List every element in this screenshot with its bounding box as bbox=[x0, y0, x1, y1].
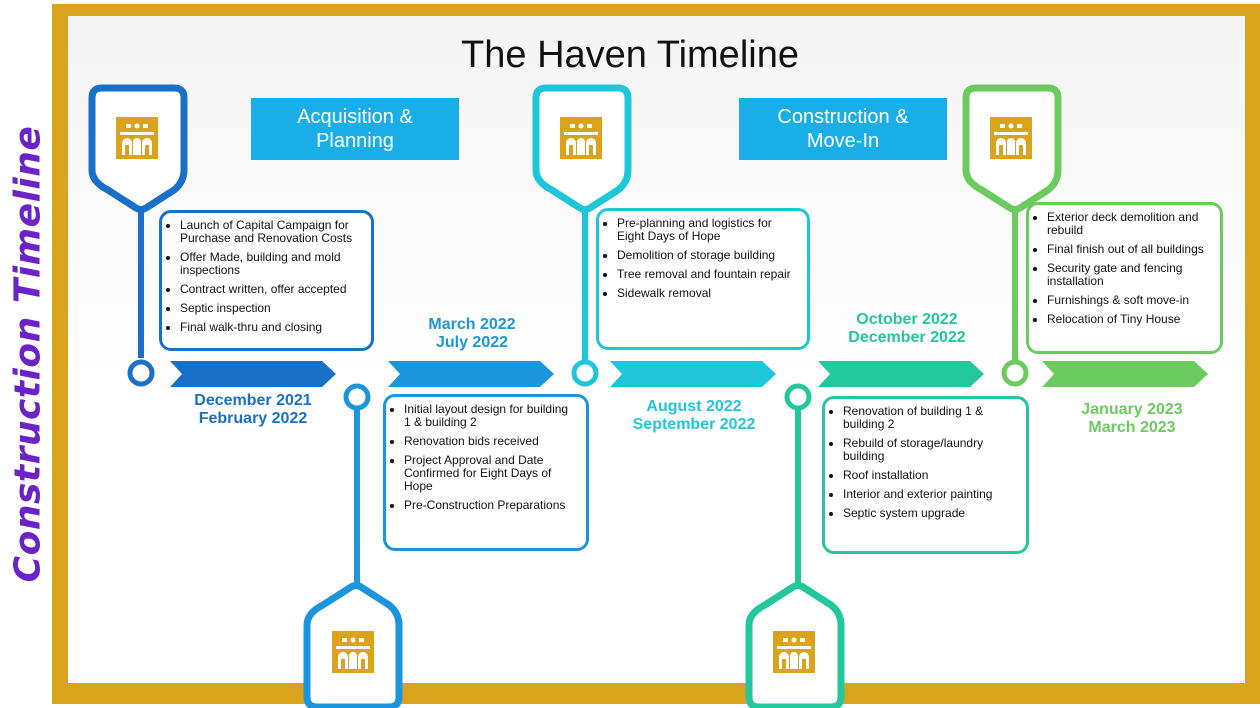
building-icon bbox=[332, 631, 374, 673]
list-item: Renovation bids received bbox=[404, 435, 578, 448]
arrow-segment-1 bbox=[170, 361, 336, 387]
page-title: The Haven Timeline bbox=[461, 34, 799, 76]
milestone-box-3: Pre-planning and logistics for Eight Day… bbox=[596, 208, 810, 350]
building-icon bbox=[116, 117, 158, 159]
list-item: Final walk-thru and closing bbox=[180, 321, 363, 334]
list-item: Contract written, offer accepted bbox=[180, 283, 363, 296]
pin-dec-2021 bbox=[88, 84, 188, 387]
list-item: Sidewalk removal bbox=[617, 287, 799, 300]
milestone-box-2: Initial layout design for building 1 & b… bbox=[383, 394, 589, 551]
list-item: Project Approval and Date Confirmed for … bbox=[404, 454, 578, 493]
arrow-segment-5 bbox=[1042, 361, 1208, 387]
milestone-box-1: Launch of Capital Campaign for Purchase … bbox=[159, 210, 374, 351]
phase-construction-move-in: Construction & Move-In bbox=[739, 98, 947, 160]
list-item: Pre-Construction Preparations bbox=[404, 499, 578, 512]
pin-oct-2022 bbox=[745, 383, 845, 708]
list-item: Final finish out of all buildings bbox=[1047, 243, 1212, 256]
list-item: Exterior deck demolition and rebuild bbox=[1047, 211, 1212, 237]
phase-acquisition-planning: Acquisition & Planning bbox=[251, 98, 459, 160]
list-item: Pre-planning and logistics for Eight Day… bbox=[617, 217, 799, 243]
milestone-box-4: Renovation of building 1 & building 2 Re… bbox=[822, 396, 1029, 554]
list-item: Demolition of storage building bbox=[617, 249, 799, 262]
building-icon bbox=[560, 117, 602, 159]
list-item: Initial layout design for building 1 & b… bbox=[404, 403, 578, 429]
building-icon bbox=[990, 117, 1032, 159]
list-item: Furnishings & soft move-in bbox=[1047, 294, 1212, 307]
pin-mar-2022 bbox=[303, 383, 403, 708]
pin-aug-2022 bbox=[532, 84, 632, 387]
building-icon bbox=[773, 631, 815, 673]
pin-jan-2023 bbox=[962, 84, 1062, 387]
arrow-segment-2 bbox=[388, 361, 554, 387]
list-item: Renovation of building 1 & building 2 bbox=[843, 405, 1018, 431]
list-item: Septic inspection bbox=[180, 302, 363, 315]
milestone-box-5: Exterior deck demolition and rebuild Fin… bbox=[1026, 202, 1223, 354]
list-item: Security gate and fencing installation bbox=[1047, 262, 1212, 288]
list-item: Rebuild of storage/laundry building bbox=[843, 437, 1018, 463]
list-item: Launch of Capital Campaign for Purchase … bbox=[180, 219, 363, 245]
list-item: Tree removal and fountain repair bbox=[617, 268, 799, 281]
list-item: Interior and exterior painting bbox=[843, 488, 1018, 501]
list-item: Offer Made, building and mold inspection… bbox=[180, 251, 363, 277]
arrow-segment-3 bbox=[610, 361, 776, 387]
arrow-segment-4 bbox=[818, 361, 984, 387]
list-item: Relocation of Tiny House bbox=[1047, 313, 1212, 326]
list-item: Septic system upgrade bbox=[843, 507, 1018, 520]
list-item: Roof installation bbox=[843, 469, 1018, 482]
